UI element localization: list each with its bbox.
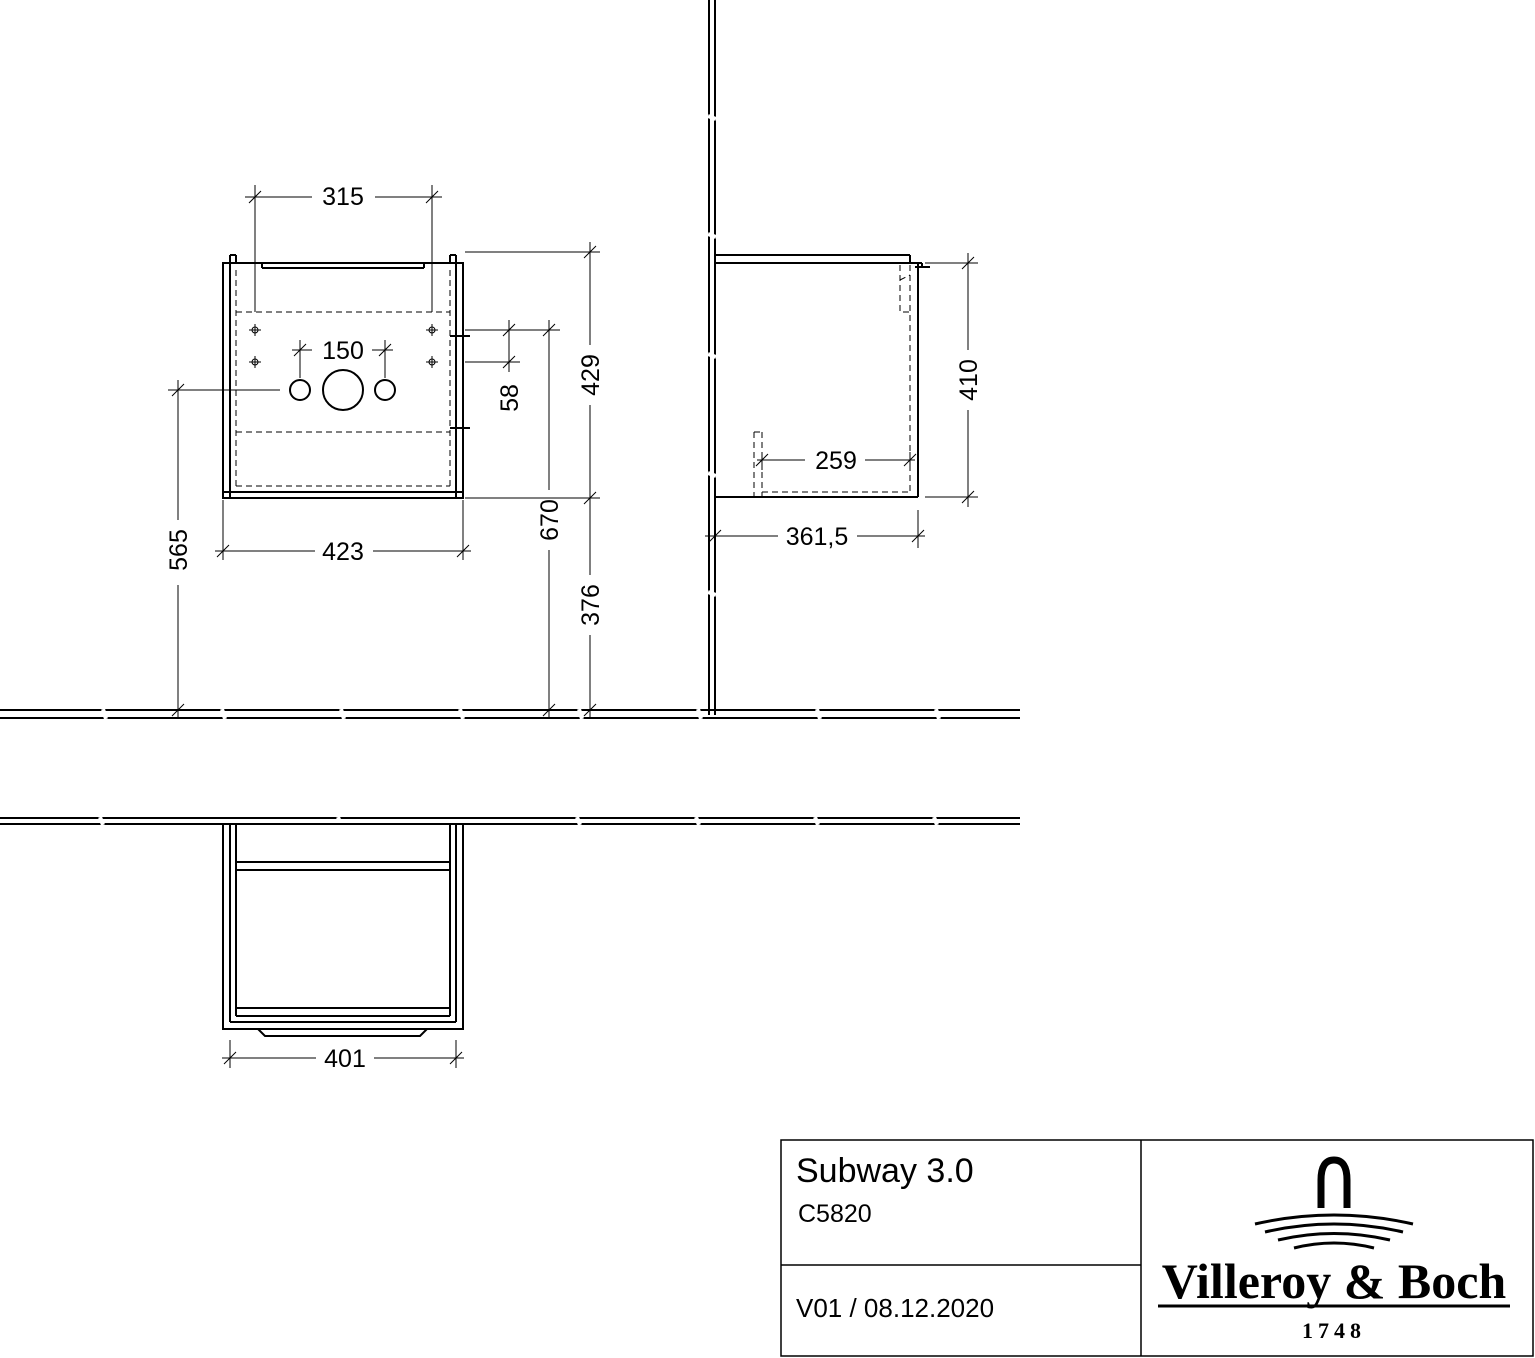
dim-376: 376 (577, 584, 605, 626)
front-view (222, 254, 470, 499)
dim-410: 410 (955, 359, 983, 401)
dim-361-5: 361,5 (786, 523, 849, 551)
dim-670: 670 (536, 499, 564, 541)
brand-year: 1748 (1302, 1318, 1366, 1343)
dim-401: 401 (324, 1045, 366, 1073)
product-name: Subway 3.0 (796, 1152, 974, 1190)
side-view (715, 254, 930, 498)
dim-315: 315 (322, 183, 364, 211)
brand-logo-icon (1254, 1156, 1414, 1250)
plan-view (222, 823, 464, 1037)
wall-line-plan (0, 816, 1020, 826)
dim-429: 429 (577, 354, 605, 396)
wall-line-side (707, 0, 717, 715)
brand-name: Villeroy & Boch (1162, 1253, 1507, 1309)
dim-150: 150 (322, 337, 364, 365)
title-block (780, 1139, 1534, 1357)
product-code: C5820 (798, 1200, 872, 1228)
version-date: V01 / 08.12.2020 (796, 1293, 994, 1323)
dim-58: 58 (496, 384, 524, 412)
dim-565: 565 (165, 529, 193, 571)
dim-423: 423 (322, 538, 364, 566)
floor-line-elevation (0, 708, 1020, 720)
dim-259: 259 (815, 447, 857, 475)
